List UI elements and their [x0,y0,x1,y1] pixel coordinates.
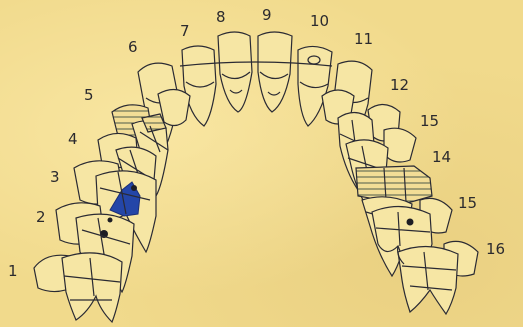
tooth-label-10: 10 [310,12,329,30]
tooth-label-11: 11 [354,30,373,48]
tooth-label-2: 2 [36,208,46,226]
tooth-label-14: 14 [432,148,451,166]
tooth-label-7: 7 [180,22,190,40]
tooth-label-4: 4 [68,130,78,148]
tooth-label-6: 6 [128,38,138,56]
tooth-16 [398,241,478,314]
tooth-label-8: 8 [216,8,226,26]
tooth-label-9: 9 [262,6,272,24]
tooth-label-12: 12 [390,76,409,94]
tooth-label-16: 16 [486,240,505,258]
tooth-label-13: 15 [420,112,439,130]
tooth-8 [218,32,252,112]
tooth-label-5: 5 [84,86,94,104]
tooth-label-3: 3 [50,168,60,186]
tooth-9 [258,32,292,112]
tooth-1-molar [34,253,122,322]
tooth-label-1: 1 [8,262,18,280]
tooth-label-15: 15 [458,194,477,212]
